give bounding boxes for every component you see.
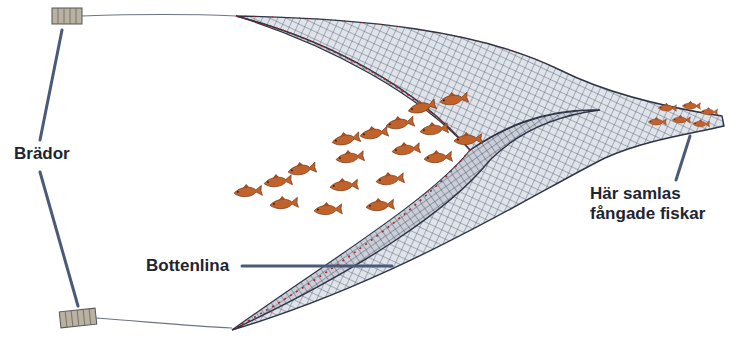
cod-end-label: Här samlas fångade fiskar	[590, 184, 730, 224]
caught-fish	[648, 101, 717, 127]
float-line	[236, 16, 560, 70]
trawl-board	[52, 8, 97, 328]
net-body	[232, 16, 724, 330]
warp-line	[82, 15, 236, 329]
leader-line	[40, 30, 690, 306]
board-label: Brädor	[14, 144, 70, 164]
part-label: Bottenlina	[146, 256, 229, 276]
bottom-line	[232, 16, 470, 330]
fish-shoal	[233, 89, 482, 215]
